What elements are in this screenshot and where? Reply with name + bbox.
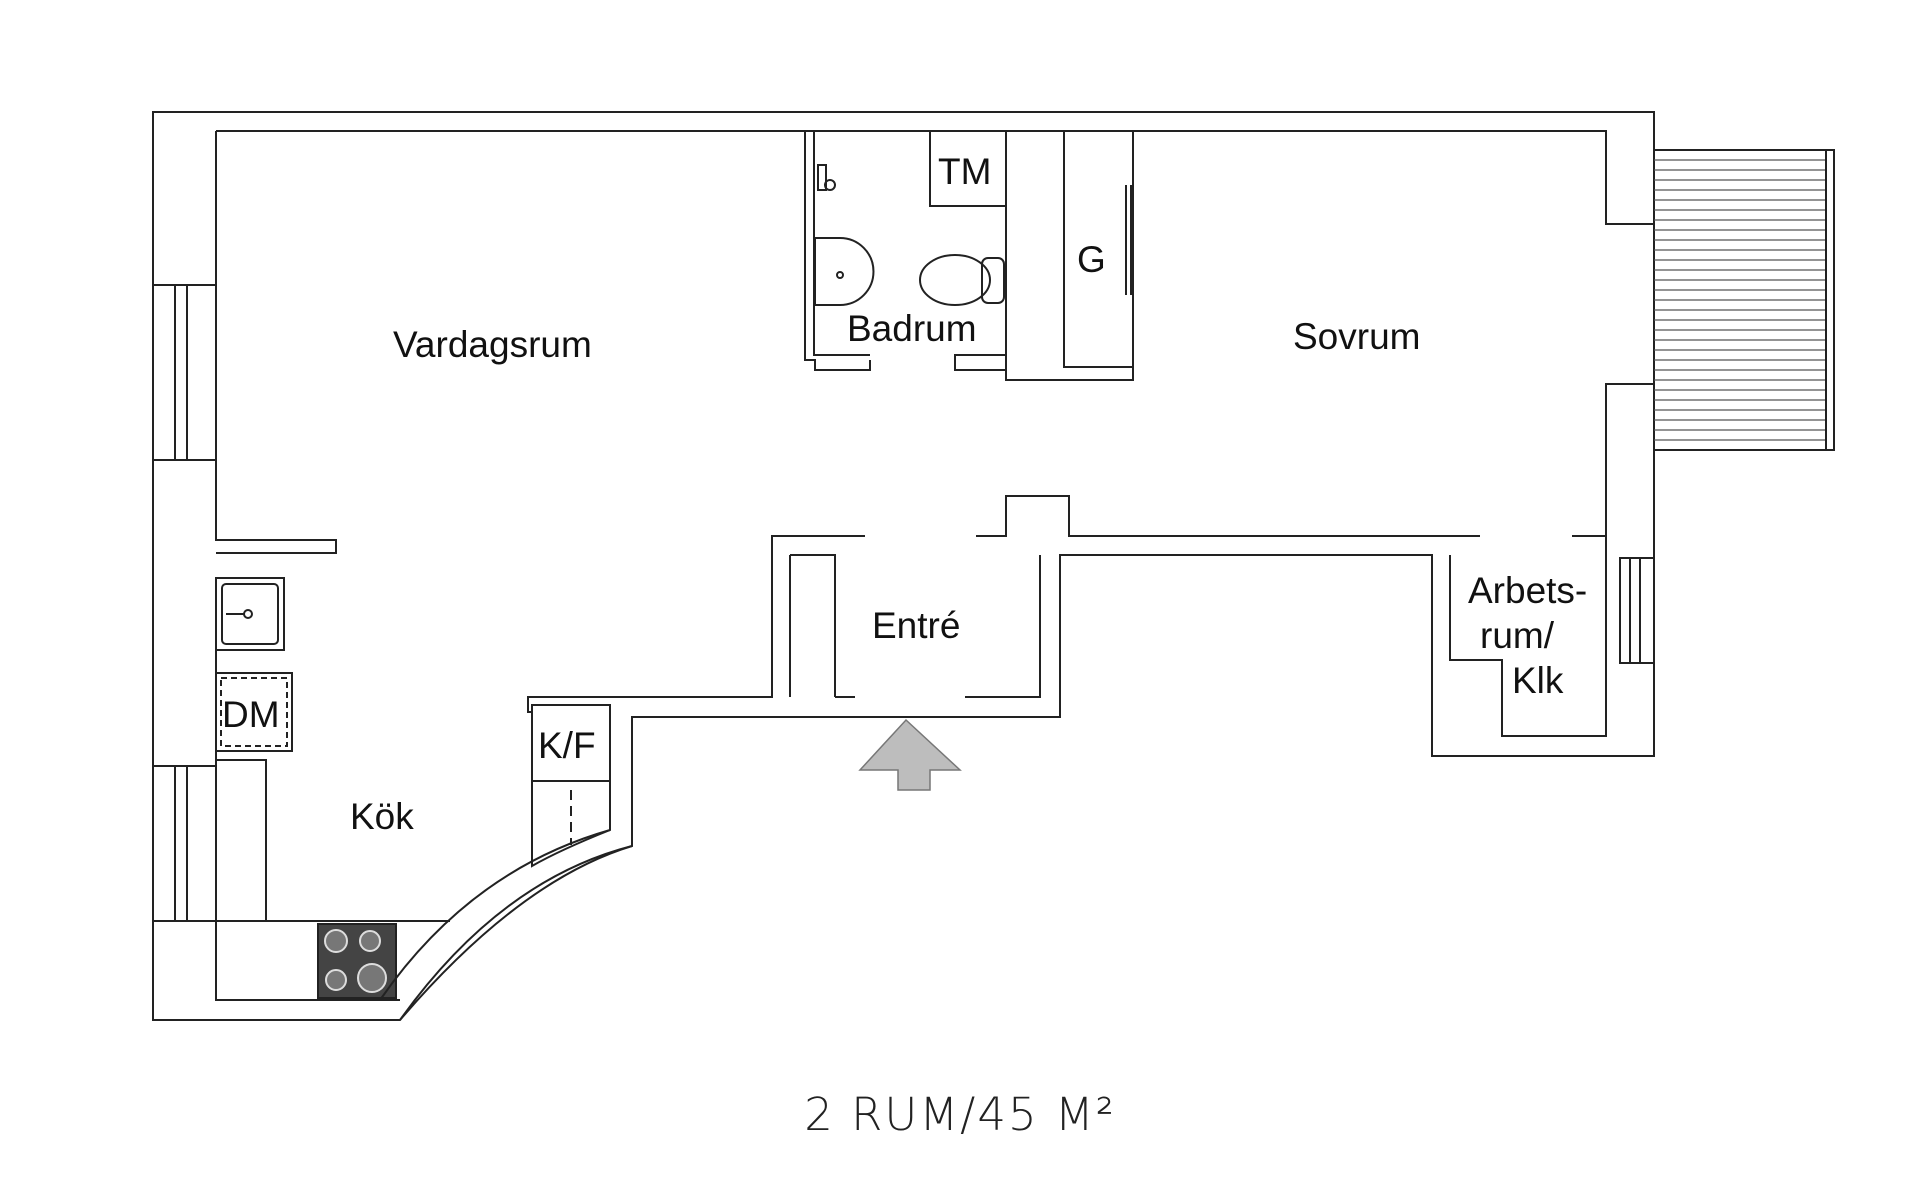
label-sovrum: Sovrum	[1293, 316, 1420, 357]
label-entre: Entré	[872, 605, 960, 646]
apartment-summary: 2 RUM/45 M²	[804, 1088, 1116, 1141]
shower-tap-icon	[817, 164, 836, 191]
kitchen-curved-wall	[379, 829, 633, 1021]
label-arbets-line1: Arbets-	[1468, 570, 1587, 611]
label-kok: Kök	[350, 796, 414, 837]
entrance-arrow-icon	[858, 718, 962, 791]
window-left-bottom	[152, 765, 217, 922]
closet-walls	[1063, 130, 1134, 368]
stove-icon	[317, 923, 397, 999]
label-dm: DM	[222, 694, 280, 735]
label-tm: TM	[938, 151, 991, 192]
kitchen-counter	[215, 651, 450, 1001]
entrance-walls	[789, 554, 1041, 698]
washbasin-icon	[814, 237, 875, 306]
label-vardagsrum: Vardagsrum	[393, 324, 592, 365]
label-badrum: Badrum	[847, 308, 977, 349]
label-g: G	[1077, 239, 1106, 280]
label-arbets-line3: Klk	[1512, 660, 1564, 701]
toilet-icon	[919, 254, 1005, 306]
balcony-icon	[1653, 149, 1835, 451]
window-right	[1619, 557, 1655, 664]
study-walls	[1449, 536, 1607, 737]
kitchen-sink-icon	[215, 577, 285, 651]
label-kf: K/F	[538, 725, 596, 766]
window-left-top	[152, 284, 217, 461]
label-arbets-line2: rum/	[1480, 615, 1555, 656]
outer-walls	[152, 111, 1655, 1021]
